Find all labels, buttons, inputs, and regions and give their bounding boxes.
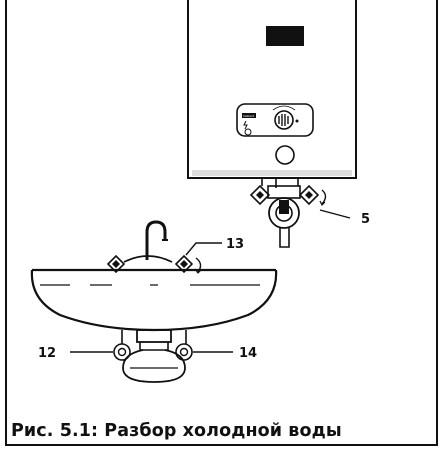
fitting-core <box>279 200 289 214</box>
callout-14-label: 14 <box>239 346 257 361</box>
knob-marker <box>295 119 299 123</box>
heater-display <box>266 26 304 46</box>
drain-neck <box>136 329 172 343</box>
figure-frame <box>5 0 438 446</box>
rotation-arrow <box>321 189 327 205</box>
brand-plate <box>242 113 256 118</box>
faucet-spout <box>145 220 167 260</box>
control-panel <box>236 103 314 137</box>
heater-body <box>187 0 357 179</box>
tap-left-core <box>112 260 120 268</box>
angle-valve-right <box>175 343 193 361</box>
fitting-block <box>267 185 301 199</box>
basin-bowl <box>30 269 278 332</box>
angle-valve-right-inner <box>179 347 189 357</box>
callout-13-label: 13 <box>226 237 244 252</box>
heater-shadow <box>192 170 352 176</box>
sink <box>30 220 278 383</box>
valve-diamond-left-core <box>256 191 264 199</box>
indicator-icon <box>244 128 252 136</box>
supply-pipes <box>121 330 187 344</box>
callout-12-label: 12 <box>38 346 56 361</box>
knob-scale <box>272 105 296 111</box>
callout-13-leader <box>185 242 222 256</box>
outlet-pipe <box>279 227 290 248</box>
angle-valve-left <box>113 343 131 361</box>
power-icon <box>243 120 248 130</box>
temperature-knob <box>274 110 294 130</box>
round-button <box>275 145 295 165</box>
brand-label: Vaillant <box>243 114 255 118</box>
callout-5-label: 5 <box>361 212 370 227</box>
fitting-ring <box>268 197 300 229</box>
valve-diamond-left <box>249 184 271 206</box>
valve-diamond-right-core <box>305 191 313 199</box>
knob-grip <box>278 114 289 126</box>
water-heater: Vaillant <box>187 0 357 248</box>
callout-5-leader <box>319 209 351 219</box>
angle-valve-left-inner <box>117 347 127 357</box>
rotation-arrow-head <box>319 200 326 207</box>
faucet-base <box>123 255 173 263</box>
valve-diamond-right <box>298 184 320 206</box>
drain-pipe <box>139 342 169 351</box>
figure-caption: Рис. 5.1: Разбор холодной воды <box>11 421 342 441</box>
tap-right-core <box>180 260 188 268</box>
